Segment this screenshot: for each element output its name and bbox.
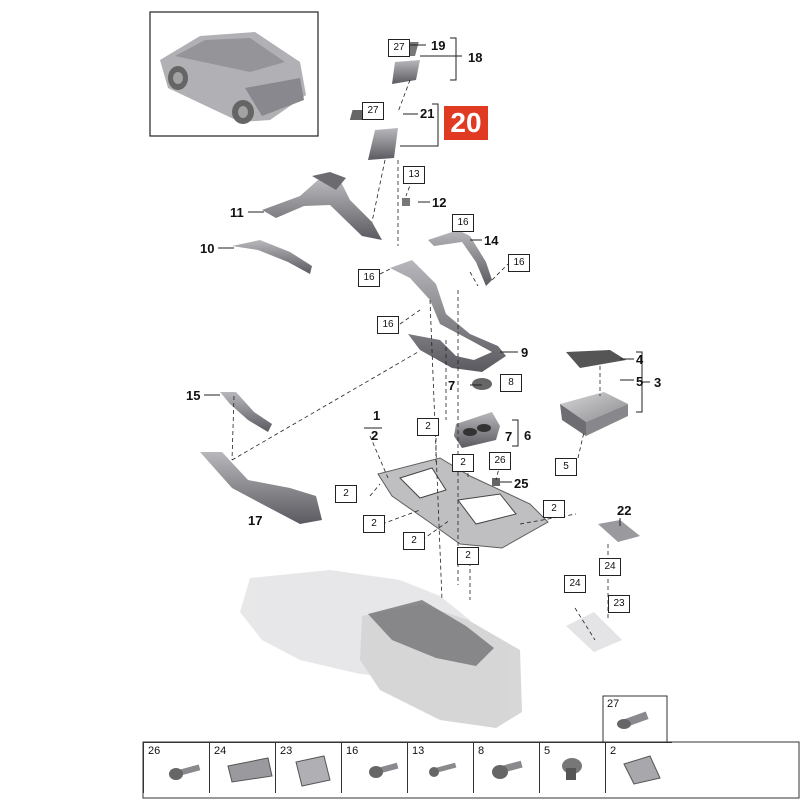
ref-box-27-upper[interactable]: 27 [388,39,410,57]
callout-7-upper[interactable]: 7 [448,378,456,393]
center-console-trim-9 [390,260,506,372]
callout-3[interactable]: 3 [654,375,662,390]
ref-box-16-a[interactable]: 16 [452,214,474,232]
bracket-lines-upper [400,37,462,147]
ref-box-2-d[interactable]: 2 [543,500,565,518]
cupholder-6 [454,378,500,448]
leader-lines [231,79,609,641]
callout-4[interactable]: 4 [636,352,644,367]
ref-box-2-f[interactable]: 2 [403,532,425,550]
callout-19[interactable]: 19 [431,38,446,53]
clip-25 [492,478,500,486]
selector-lever-assembly [349,42,420,160]
callout-18[interactable]: 18 [468,50,483,65]
callout-10[interactable]: 10 [200,241,215,256]
callout-5[interactable]: 5 [636,374,644,389]
legend-label: 5 [544,745,551,757]
callout-11[interactable]: 11 [230,205,244,220]
ref-box-24-a[interactable]: 24 [564,575,586,593]
ref-box-16-d[interactable]: 16 [377,316,399,334]
legend-label: 26 [148,745,161,757]
legend-cell-26[interactable]: 26 [143,742,210,793]
fastener-icons [169,711,661,787]
legend-cell-8[interactable]: 8 [473,742,540,793]
callout-6[interactable]: 6 [524,428,532,443]
callout-21[interactable]: 21 [420,106,435,121]
callout-7-lower[interactable]: 7 [505,429,513,444]
legend-cell-13[interactable]: 13 [407,742,474,793]
ref-box-16-b[interactable]: 16 [508,254,530,272]
bolt-icon-8 [492,760,523,779]
legend-label: 24 [214,745,227,757]
ref-box-5[interactable]: 5 [555,458,577,476]
console-highlight [368,600,494,666]
legend-label-27: 27 [607,698,620,710]
callout-14[interactable]: 14 [484,233,499,248]
callout-2[interactable]: 2 [371,428,379,443]
bolt-icon-27 [617,711,649,729]
bolt-icon-26 [169,764,201,780]
ref-box-8[interactable]: 8 [500,374,522,392]
legend-cell-2[interactable]: 2 [605,742,672,793]
legend-label: 2 [610,745,617,757]
vehicle-thumbnail [160,32,306,124]
ref-box-13[interactable]: 13 [403,166,425,184]
ref-box-27-mid[interactable]: 27 [362,102,384,120]
clip-icon-24 [227,757,273,783]
clip-12 [402,198,410,206]
ref-box-2-g[interactable]: 2 [457,547,479,565]
ref-box-2-b[interactable]: 2 [452,454,474,472]
ref-box-26[interactable]: 26 [489,452,511,470]
legend-cell-23[interactable]: 23 [275,742,342,793]
callout-25[interactable]: 25 [514,476,529,491]
trim-strip-14 [428,230,492,286]
legend-cell-24[interactable]: 24 [209,742,276,793]
legend-label: 16 [346,745,359,757]
clip-icon-23 [295,755,331,787]
legend-label: 13 [412,745,425,757]
trim-panels-10-11 [232,172,382,274]
side-trim-15-17 [200,392,322,524]
callout-17[interactable]: 17 [248,513,263,528]
screw-icon-16 [369,762,399,778]
ref-box-2-c[interactable]: 2 [335,485,357,503]
callout-9[interactable]: 9 [521,345,529,360]
clip-icon-2 [623,755,661,785]
callout-15[interactable]: 15 [186,388,201,403]
callout-22[interactable]: 22 [617,503,632,518]
ref-box-16-c[interactable]: 16 [358,269,380,287]
callout-1[interactable]: 1 [373,408,381,423]
legend-cell-5[interactable]: 5 [539,742,606,793]
legend-label: 23 [280,745,293,757]
callout-12[interactable]: 12 [432,195,447,210]
legend-label: 8 [478,745,485,757]
mount-plate-22 [566,520,640,652]
label-leaders [204,201,621,526]
storage-compartment-3 [560,350,628,436]
ref-box-24-b[interactable]: 24 [599,558,621,576]
nut-icon-5 [562,758,582,780]
legend-cell-16[interactable]: 16 [341,742,408,793]
ref-box-2-a[interactable]: 2 [417,418,439,436]
highlighted-part-number[interactable]: 20 [444,106,488,140]
ref-box-23[interactable]: 23 [608,595,630,613]
ref-box-2-e[interactable]: 2 [363,515,385,533]
screw-icon-13 [429,762,457,777]
